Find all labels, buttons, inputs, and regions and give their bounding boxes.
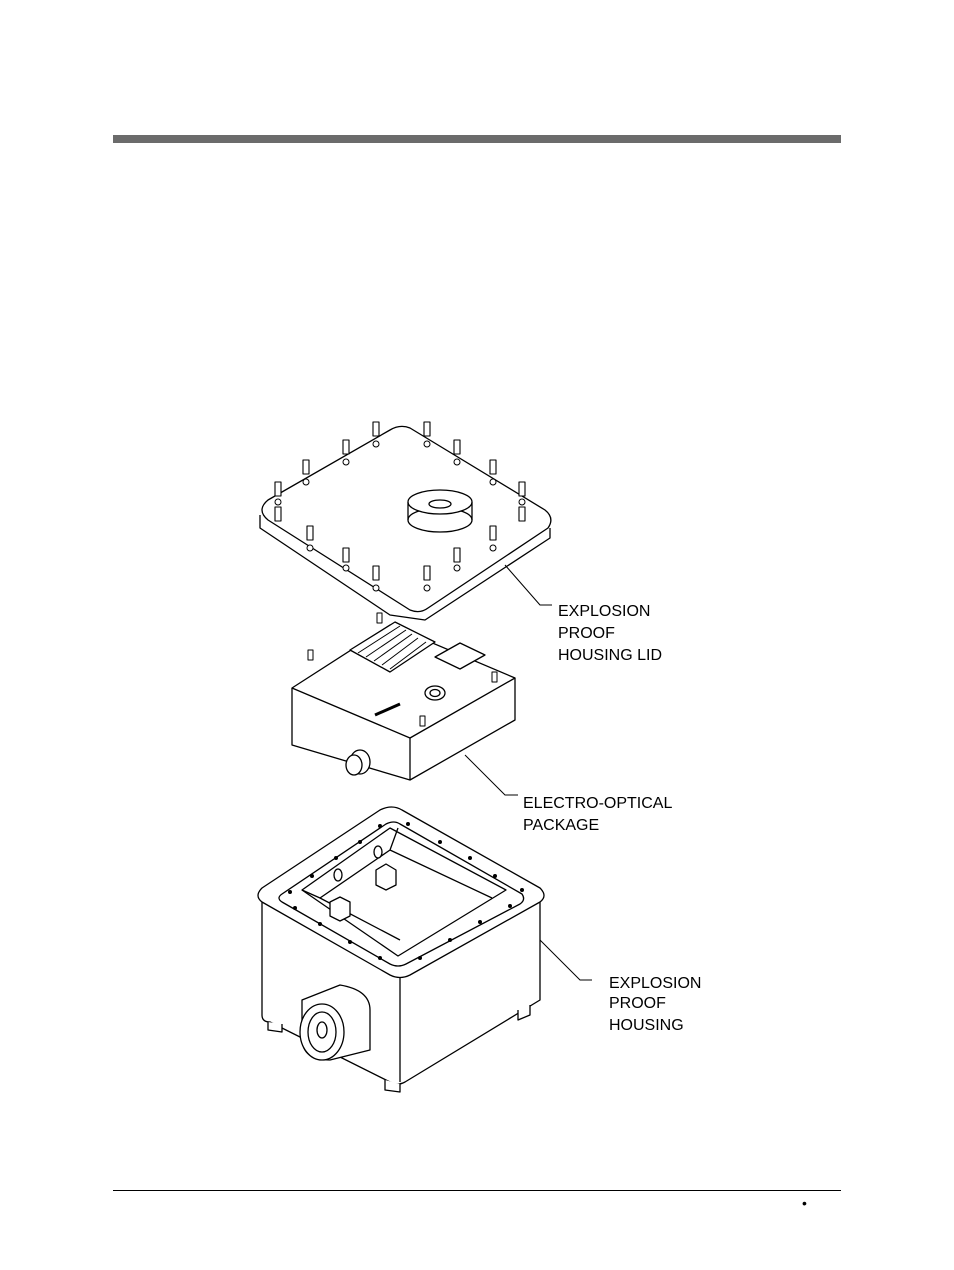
callout-package-line-1: ELECTRO-OPTICAL [523,795,672,812]
housing-drawing [257,806,592,1093]
callout-lid-line-1: EXPLOSION [558,603,650,620]
housing-lid-drawing [259,421,552,621]
electro-optical-package-drawing [291,612,518,796]
header-rule [113,135,841,143]
callout-housing-line-3: HOUSING [609,1017,684,1034]
footer-rule [113,1190,841,1191]
callout-housing-line-2: PROOF [609,995,666,1012]
callout-housing-line-1: EXPLOSION [609,975,701,992]
footer-bullet: • [802,1195,807,1211]
callout-lid-line-2: PROOF [558,625,615,642]
callout-package-line-2: PACKAGE [523,817,599,834]
exploded-assembly-figure: EXPLOSION PROOF HOUSING LID ELECTRO-OPTI… [240,410,720,1110]
callout-lid-line-3: HOUSING LID [558,647,662,664]
